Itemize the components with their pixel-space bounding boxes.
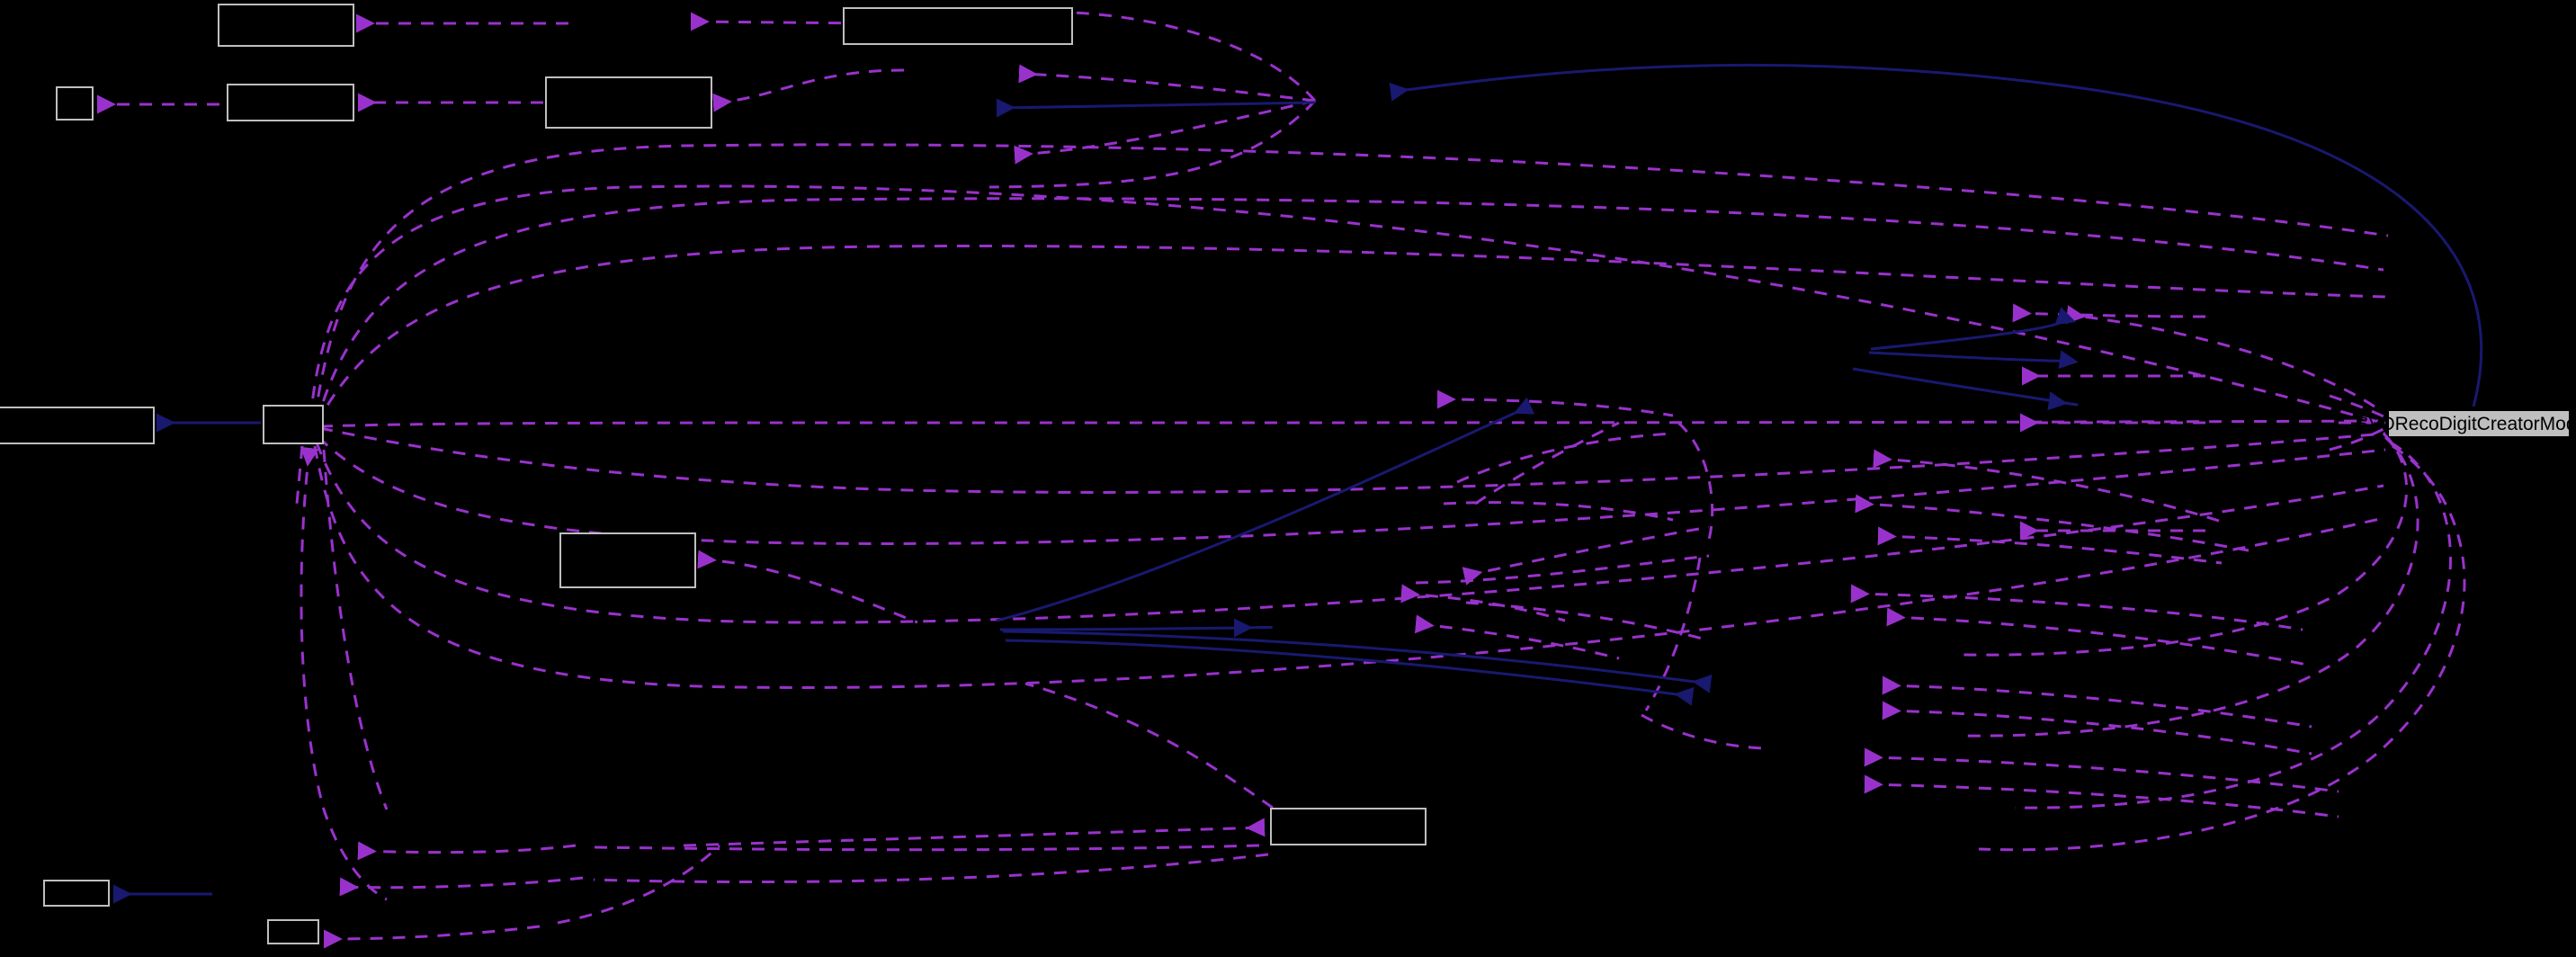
node-svdrecodigitcreatormodule[interactable]: SVDRecoDigitCreatorModule (2356, 410, 2576, 437)
node-bottom-left[interactable] (43, 880, 110, 907)
node-lower-center[interactable] (1270, 808, 1427, 845)
node-hub-outer[interactable] (0, 407, 155, 444)
node-left-small[interactable] (56, 86, 94, 121)
node-left-wide[interactable] (545, 76, 712, 129)
dashed-edges (96, 11, 2466, 949)
node-mid-center[interactable] (559, 532, 696, 588)
node-top-b[interactable] (843, 7, 1073, 45)
node-bottom-small[interactable] (267, 919, 319, 944)
solid-edges (112, 63, 2483, 904)
node-hub[interactable] (263, 405, 324, 444)
node-left-mid[interactable] (227, 84, 354, 121)
node-top-a[interactable] (218, 4, 354, 47)
